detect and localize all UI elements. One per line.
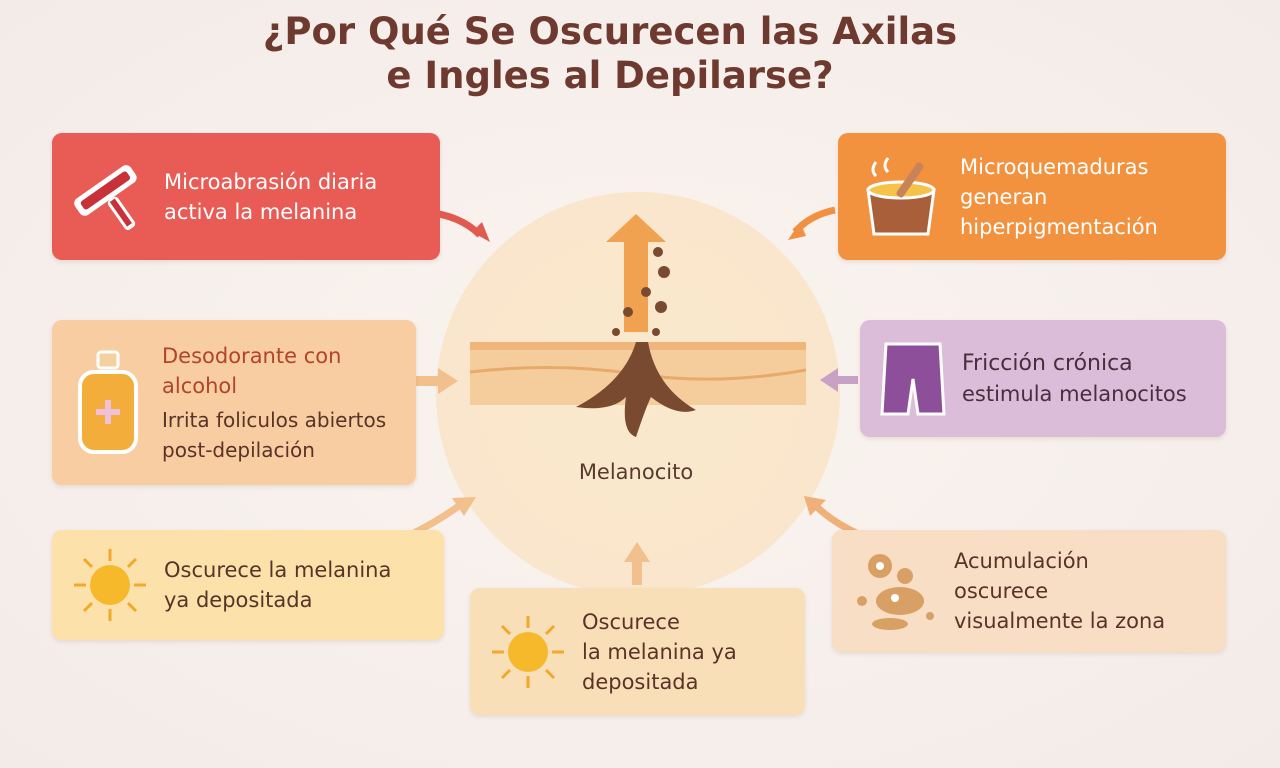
arrow-3-head bbox=[438, 368, 458, 394]
wax-pot-icon bbox=[866, 156, 936, 235]
arrow-4 bbox=[838, 376, 858, 384]
card-heading: alcohol bbox=[162, 373, 238, 398]
sun-icon bbox=[74, 549, 146, 621]
pigment-spots-icon bbox=[857, 554, 934, 630]
card-line: Fricción crónica bbox=[962, 350, 1133, 376]
arrow-5-head bbox=[452, 497, 476, 516]
card-line: estimula melanocitos bbox=[962, 381, 1187, 406]
arrow-6 bbox=[632, 560, 642, 585]
arrow-1-head bbox=[472, 222, 490, 242]
title-line-1: ¿Por Qué Se Oscurecen las Axilas bbox=[262, 10, 958, 53]
card-line: oscurece bbox=[954, 579, 1049, 603]
shorts-icon bbox=[880, 342, 946, 415]
card-line: Microquemaduras bbox=[960, 154, 1149, 179]
card-line: post-depilación bbox=[162, 437, 315, 462]
card-heading: Desodorante con bbox=[162, 343, 342, 368]
card-line: la melanina ya bbox=[582, 639, 737, 664]
card-microabrasion: Microabrasión diaria activa la melanina bbox=[52, 133, 440, 260]
arrow-4-head bbox=[820, 368, 838, 392]
card-line: hiperpigmentación bbox=[960, 214, 1158, 239]
card-line: activa la melanina bbox=[164, 199, 358, 224]
arrow-3 bbox=[404, 376, 439, 386]
card-line: generan bbox=[960, 184, 1048, 209]
card-line: Irrita foliculos abiertos bbox=[162, 407, 387, 432]
card-accumulation: Acumulación oscurece visualmente la zona bbox=[832, 530, 1226, 652]
card-line: Oscurece la melanina bbox=[164, 558, 392, 582]
card-line: ya depositada bbox=[164, 588, 313, 612]
razor-icon bbox=[74, 164, 137, 230]
card-friction: Fricción crónica estimula melanocitos bbox=[860, 320, 1226, 437]
card-line: Acumulación bbox=[954, 549, 1089, 573]
card-deodorant: Desodorante con alcohol Irrita foliculos… bbox=[52, 320, 416, 485]
card-sun-1: Oscurece la melanina ya depositada bbox=[52, 530, 444, 640]
arrow-6-head bbox=[624, 542, 650, 562]
card-sun-2: Oscurece la melanina ya depositada bbox=[470, 588, 805, 715]
card-line: depositada bbox=[582, 669, 699, 694]
card-line: Microabrasión diaria bbox=[164, 169, 378, 194]
page-title: ¿Por Qué Se Oscurecen las Axilas e Ingle… bbox=[150, 10, 1070, 98]
spray-bottle-icon bbox=[78, 350, 138, 454]
melanocyte-label: Melanocito bbox=[578, 460, 694, 484]
skin-melanocyte-illustration bbox=[469, 214, 807, 437]
arrow-2-head bbox=[788, 222, 806, 240]
card-microburns: Microquemaduras generan hiperpigmentació… bbox=[838, 133, 1226, 260]
card-line: Oscurece bbox=[582, 609, 680, 634]
title-line-2: e Ingles al Depilarse? bbox=[386, 54, 834, 97]
sun-icon bbox=[492, 615, 564, 688]
card-line: visualmente la zona bbox=[954, 609, 1166, 633]
melanocyte-circle bbox=[436, 192, 840, 596]
arrow-7-head bbox=[804, 496, 826, 516]
